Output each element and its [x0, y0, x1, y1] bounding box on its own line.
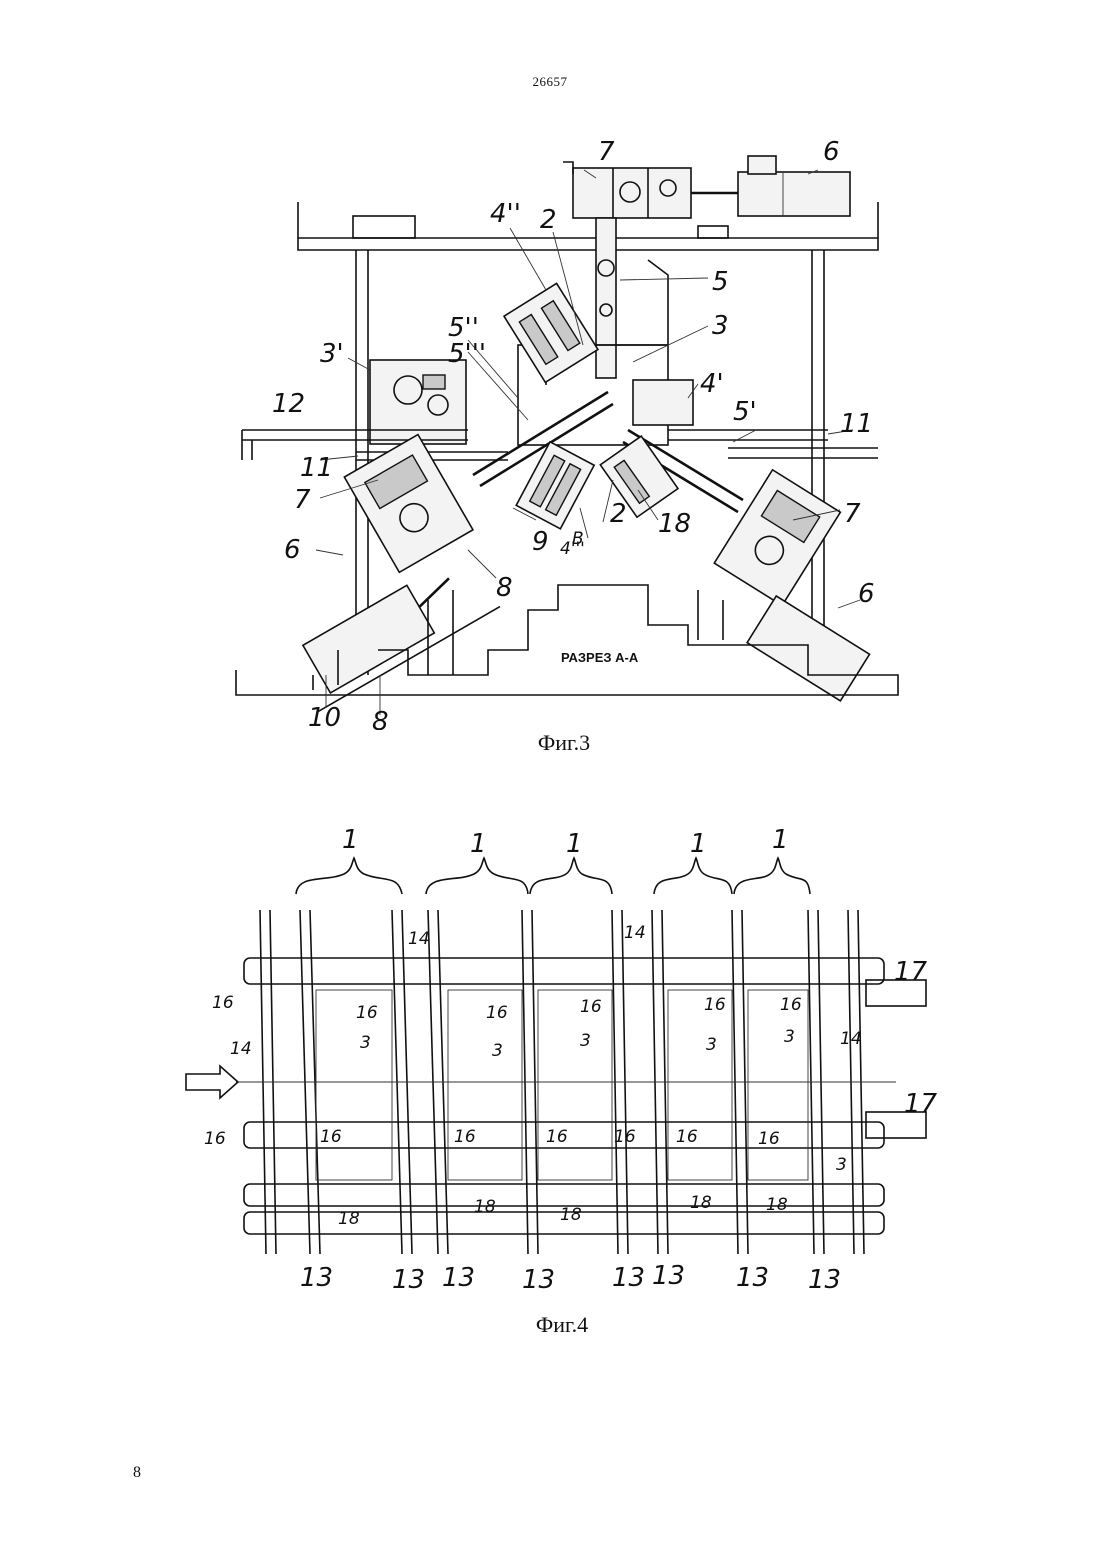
figure-3-drawing: РАЗРЕЗ А-А: [228, 130, 900, 730]
label-3-a: 3: [360, 1033, 371, 1053]
document-number: 26657: [0, 74, 1100, 90]
figure-4: 1 1 1 1 1: [176, 812, 948, 1350]
label-13-h: 13: [808, 1265, 841, 1295]
label-6-right: 6: [858, 579, 875, 609]
label-13-c: 13: [442, 1263, 475, 1293]
label-16-c: 16: [486, 1003, 508, 1023]
figure-4-caption: Фиг.4: [176, 1312, 948, 1338]
label-18-e: 18: [766, 1195, 788, 1215]
label-18: 18: [658, 509, 691, 539]
label-5p: 5': [733, 397, 757, 427]
input-arrow-icon: [186, 1066, 238, 1098]
label-11-right: 11: [840, 409, 873, 439]
label-14-a: 14: [408, 929, 430, 949]
label-16-d: 16: [580, 997, 602, 1017]
label-3: 3: [712, 311, 729, 341]
label-10: 10: [308, 703, 341, 730]
braces: [296, 858, 810, 894]
label-2-top: 2: [540, 205, 557, 235]
label-3-b: 3: [492, 1041, 503, 1061]
label-3-c: 3: [580, 1031, 591, 1051]
label-13-a: 13: [300, 1263, 333, 1293]
figure-3: РАЗРЕЗ А-А: [228, 130, 900, 768]
label-13-e: 13: [612, 1263, 645, 1293]
label-7-right: 7: [844, 499, 861, 529]
label-7-left: 7: [294, 485, 311, 515]
label-16-k: 16: [614, 1127, 636, 1147]
label-13-g: 13: [736, 1263, 769, 1293]
label-17-a: 17: [894, 957, 928, 987]
label-18-c: 18: [560, 1205, 582, 1225]
label-B: В: [572, 529, 584, 549]
label-6-left: 6: [284, 535, 301, 565]
label-14-c: 14: [230, 1039, 252, 1059]
label-6-top: 6: [823, 137, 840, 167]
label-2-bottom: 2: [610, 499, 627, 529]
label-7-top: 7: [598, 137, 615, 167]
drive-shafts: [473, 392, 743, 512]
label-16-h: 16: [320, 1127, 342, 1147]
label-14-b: 14: [624, 923, 646, 943]
label-16-m: 16: [758, 1129, 780, 1149]
label-18-d: 18: [690, 1193, 712, 1213]
label-5ppp: 5''': [448, 339, 486, 369]
label-3-f: 3: [836, 1155, 847, 1175]
label-14-d: 14: [840, 1029, 862, 1049]
page-number: 8: [133, 1464, 141, 1482]
label-12: 12: [272, 389, 305, 419]
label-16-f: 16: [780, 995, 802, 1015]
label-16-e: 16: [704, 995, 726, 1015]
label-8-mid: 8: [496, 573, 513, 603]
label-16-b: 16: [356, 1003, 378, 1023]
label-13-b: 13: [392, 1265, 425, 1295]
label-11-left: 11: [300, 453, 333, 483]
label-3p: 3': [320, 339, 344, 369]
label-16-g: 16: [204, 1129, 226, 1149]
label-9: 9: [532, 527, 549, 557]
label-18-a: 18: [338, 1209, 360, 1229]
label-8-bottom: 8: [372, 707, 389, 730]
label-16-l: 16: [676, 1127, 698, 1147]
left-inclined-drive: [228, 435, 513, 712]
label-4pp: 4'': [490, 199, 521, 229]
brace-label-5: 1: [772, 825, 789, 855]
label-17-b: 17: [904, 1089, 938, 1119]
label-16-i: 16: [454, 1127, 476, 1147]
figure-4-drawing: 1 1 1 1 1: [176, 812, 948, 1302]
label-18-b: 18: [474, 1197, 496, 1217]
label-4p: 4': [700, 369, 724, 399]
brace-label-1: 1: [342, 825, 359, 855]
stand-3p: [370, 360, 466, 444]
figure-3-caption: Фиг.3: [228, 730, 900, 756]
label-16-a: 16: [212, 993, 234, 1013]
label-3-d: 3: [706, 1035, 717, 1055]
label-13-f: 13: [652, 1261, 685, 1291]
label-13-d: 13: [522, 1265, 555, 1295]
stand-interiors: [236, 990, 896, 1180]
label-3-e: 3: [784, 1027, 795, 1047]
brace-label-3: 1: [566, 829, 583, 859]
label-16-j: 16: [546, 1127, 568, 1147]
label-5: 5: [712, 267, 729, 297]
section-label: РАЗРЕЗ А-А: [561, 650, 639, 665]
brace-label-4: 1: [690, 829, 707, 859]
brace-label-2: 1: [470, 829, 487, 859]
